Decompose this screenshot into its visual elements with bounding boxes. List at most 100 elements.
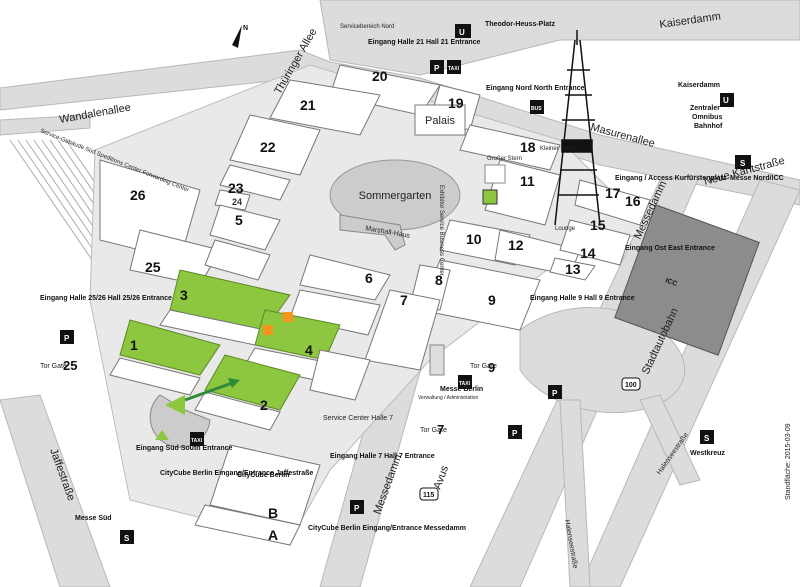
gate-9-tor: Tor Gate [470, 363, 497, 370]
u-sign-theodor[interactable] [455, 24, 471, 38]
p-sign-nord-label: P [434, 64, 440, 73]
hall-7[interactable] [364, 289, 441, 371]
hall-6-3[interactable] [299, 254, 391, 301]
hall-1-2[interactable] [119, 319, 221, 376]
hall-2-2[interactable] [204, 354, 301, 411]
label-exhibitor: Exhibitor Service Business Center [438, 185, 444, 276]
taxi-sign-south[interactable] [190, 432, 204, 446]
hall-2-1[interactable] [194, 391, 281, 431]
hall-24[interactable] [214, 189, 251, 211]
taxi-sign-nord[interactable] [447, 60, 461, 74]
p-sign-south-label: P [512, 429, 518, 438]
hall-label-9: 9 [488, 292, 496, 308]
u-sign-theodor-label: U [459, 28, 465, 37]
hall-label-20: 20 [372, 68, 388, 84]
route-arrow-head [228, 378, 240, 388]
p-sign-east[interactable] [548, 385, 562, 399]
hall-5-1[interactable] [204, 239, 271, 281]
label-service-nord: Servicebereich Nord [340, 24, 394, 30]
gate-25-tor: Tor Gate [40, 363, 67, 370]
entrance-labels: Eingang Halle 21 Hall 21 Entrance Eingan… [40, 39, 727, 532]
citycube-hall-a[interactable] [194, 504, 301, 546]
taxi-sign-east[interactable] [458, 375, 472, 389]
hall-16-17[interactable] [574, 179, 651, 226]
compass-icon: N [232, 25, 248, 48]
road-halensee2 [639, 394, 701, 486]
hall-21[interactable] [269, 79, 381, 136]
south-entrance-green [165, 395, 185, 415]
label-westkreuz: Westkreuz [690, 450, 725, 457]
road-halensee [559, 399, 591, 587]
exhibitor-service-icon[interactable] [482, 189, 498, 205]
s-sign-messe-nord[interactable] [735, 155, 751, 169]
hall-22[interactable] [229, 114, 321, 176]
palais-label: Palais [425, 115, 455, 127]
street-wandalenallee: Wandalenallee [58, 102, 131, 126]
s-sign-westkreuz[interactable] [700, 430, 714, 444]
p-sign-nord[interactable] [430, 60, 444, 74]
label-kleiner-stern: Kleiner Stern [540, 146, 575, 152]
u-sign-kaiserdamm[interactable] [720, 93, 734, 107]
south-entrance-arrow [155, 430, 169, 440]
gate-25-number: 25 [63, 358, 77, 373]
funkturm-icon [554, 30, 601, 226]
highway-shields: 100 115 [419, 377, 641, 501]
entrance-ost: Eingang Ost East Entrance [625, 245, 715, 252]
hall-label-3: 3 [180, 287, 188, 303]
shield-115-label: 115 [423, 492, 434, 499]
p-sign-25[interactable] [60, 330, 74, 344]
label-zob-1: Zentraler [690, 105, 720, 112]
hall-1-1[interactable] [109, 357, 201, 396]
shield-100-label: 100 [625, 382, 637, 389]
booth-marker-2 [263, 325, 273, 335]
p-sign-south[interactable] [508, 425, 522, 439]
date-note: Standfläche: 2015-03-09 [785, 423, 792, 500]
hall-label-16: 16 [625, 193, 641, 209]
s-sign-messe-sued[interactable] [120, 530, 134, 544]
hall-6-1[interactable] [289, 289, 381, 336]
hall-label-7: 7 [400, 292, 408, 308]
entrance-citycube-jaffe: CityCube Berlin Eingang/Entrance Jaffest… [160, 470, 313, 477]
label-kaiserdamm-u: Kaiserdamm [678, 82, 720, 89]
s-sign-messe-sued-label: S [124, 534, 130, 543]
palais[interactable] [414, 104, 466, 136]
gate-9-number: 9 [488, 360, 495, 375]
label-zob-2: Omnibus [692, 114, 722, 121]
hall-5-3[interactable] [209, 204, 281, 251]
hall-label-8: 8 [435, 272, 443, 288]
road-jaffestrasse [0, 394, 111, 587]
bus-sign-nord[interactable] [530, 100, 544, 114]
p-sign-citycube-label: P [354, 504, 360, 513]
compass-label: N [243, 25, 248, 32]
hall-label-2: 2 [260, 397, 268, 413]
halls-layer [99, 64, 760, 546]
hall-label-11: 11 [520, 173, 535, 189]
hall-label-12: 12 [508, 237, 524, 253]
entrance-kurfuerst: Eingang / Access Kurfürstenplatz [615, 175, 727, 182]
hall-13[interactable] [549, 257, 596, 281]
p-sign-citycube[interactable] [350, 500, 364, 514]
hall-23[interactable] [219, 164, 291, 201]
p-sign-east-label: P [552, 389, 558, 398]
entrance-halle21: Eingang Halle 21 Hall 21 Entrance [368, 39, 481, 46]
label-grosser-stern: Großer Stern [487, 156, 522, 162]
hall-14-15[interactable] [559, 219, 631, 266]
hall-label-23: 23 [228, 180, 244, 196]
marshall-haus [339, 214, 406, 251]
hall-7-sub[interactable] [309, 349, 371, 401]
street-avus: Avus [432, 464, 452, 491]
hall-label-b: B [268, 505, 278, 521]
hall-label-18: 18 [520, 139, 536, 155]
icc-building[interactable] [614, 204, 760, 356]
hall-18[interactable] [459, 124, 561, 171]
hall-label-4: 4 [305, 342, 313, 358]
hall-label-19: 19 [448, 95, 464, 111]
shield-115 [419, 487, 439, 501]
grosser-stern [484, 164, 506, 184]
taxi-sign-nord-label: TAXI [448, 66, 460, 72]
label-messe-sued: Messe Süd [75, 515, 112, 522]
entrance-halle2526: Eingang Halle 25/26 Hall 25/26 Entrance [40, 295, 172, 302]
label-icc: ICC [664, 277, 678, 288]
label-zob-3: Bahnhof [694, 123, 723, 130]
